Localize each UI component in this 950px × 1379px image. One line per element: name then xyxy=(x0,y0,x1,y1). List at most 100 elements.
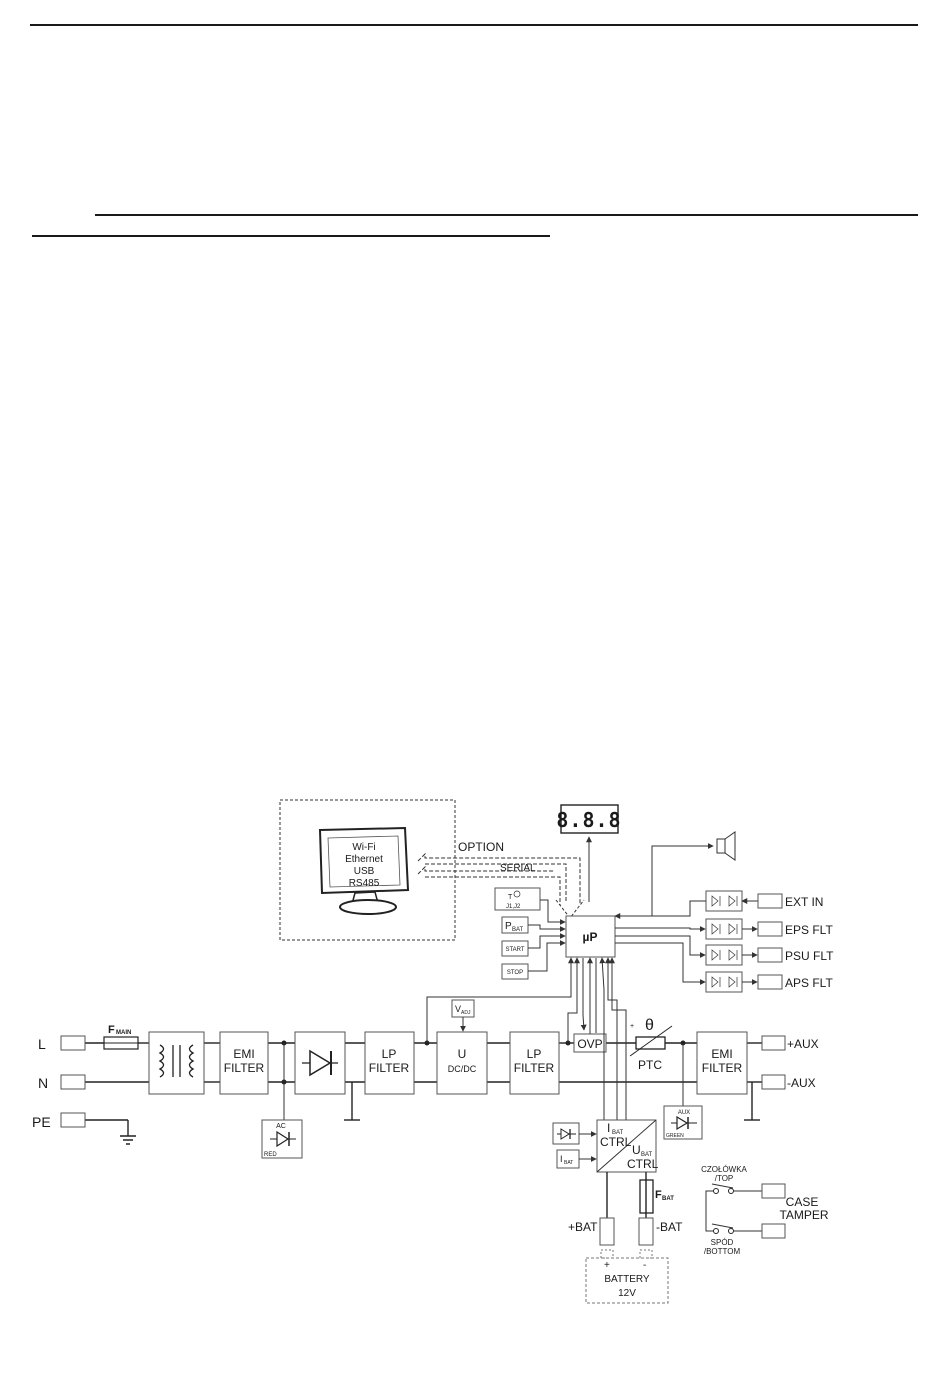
bat-plus: + xyxy=(604,1260,610,1271)
led-icon xyxy=(270,1130,296,1148)
emi-filter-out: EMI FILTER xyxy=(696,1031,748,1095)
led-icon xyxy=(557,1128,576,1140)
bat-minus: - xyxy=(643,1260,646,1271)
pbat-sub: BAT xyxy=(512,927,524,933)
option-module: Wi-Fi Ethernet USB RS485 xyxy=(279,799,456,941)
aux-led: AUX GREEN xyxy=(663,1043,703,1140)
serial-label: SERIAL xyxy=(500,863,536,874)
fuse-bat-label: F xyxy=(655,1189,662,1201)
ibat-label: I xyxy=(607,1121,610,1135)
battery-voltage: 12V xyxy=(618,1288,636,1299)
serial-link: OPTION SERIAL xyxy=(417,840,585,919)
input-terminals: L N PE xyxy=(32,1035,86,1130)
screen-line-usb: USB xyxy=(354,866,375,877)
ext-in-label: EXT IN xyxy=(785,895,823,909)
screen-line-ethernet: Ethernet xyxy=(345,854,383,865)
up-label: µP xyxy=(583,930,598,944)
ac-led-color: RED xyxy=(264,1152,277,1158)
emi-in-line1: EMI xyxy=(233,1047,254,1061)
case-tamper: CZOŁÓWKA /TOP CASE TAMPER SPÓD /BOTTOM xyxy=(701,1165,829,1256)
ovp-block: OVP xyxy=(573,1033,607,1053)
battery-terminals: +BAT -BAT xyxy=(568,1217,683,1246)
microprocessor-block: µP xyxy=(565,915,616,958)
diode-icon xyxy=(302,1049,338,1077)
dcdc-line2: DC/DC xyxy=(448,1064,477,1074)
ctrl1-label: CTRL xyxy=(600,1135,632,1149)
battery-icon: + - BATTERY 12V xyxy=(585,1249,669,1304)
aux-led-color: GREEN xyxy=(666,1133,684,1139)
emi-in-line2: FILTER xyxy=(224,1061,265,1075)
start-label: START xyxy=(505,947,524,953)
lp-filter-1: LP FILTER xyxy=(364,1031,415,1095)
plus-aux-label: +AUX xyxy=(787,1037,819,1051)
ptc-plus: + xyxy=(630,1023,634,1030)
mcu-inputs: T J1,J2 P BAT START STOP xyxy=(494,887,566,980)
screen-line-wifi: Wi-Fi xyxy=(352,842,375,853)
lp1-line2: FILTER xyxy=(369,1061,410,1075)
eps-flt-label: EPS FLT xyxy=(785,923,833,937)
section-rule-short xyxy=(32,235,550,237)
led-icon xyxy=(671,1115,697,1131)
fuse-bat-sub: BAT xyxy=(662,1196,674,1202)
battery-name: BATTERY xyxy=(604,1274,650,1285)
ubat-label: U xyxy=(632,1143,641,1157)
optocoupler-icon xyxy=(711,895,738,988)
option-label: OPTION xyxy=(458,840,504,854)
tamper-bottom-line2: /BOTTOM xyxy=(704,1247,741,1256)
temp-t-label: T xyxy=(508,894,513,901)
transformer-icon xyxy=(158,1044,195,1078)
screen-line-rs485: RS485 xyxy=(349,878,380,889)
lp-filter-2: LP FILTER xyxy=(509,1031,560,1095)
main-fuse: F MAIN xyxy=(103,1024,139,1050)
battery-controller: I BAT CTRL U BAT CTRL I BAT F BAT xyxy=(552,1119,674,1218)
ptc-block: θ + PTC xyxy=(629,1017,673,1072)
tamper-top-line2: /TOP xyxy=(715,1174,734,1183)
fuse-main-sub: MAIN xyxy=(116,1030,131,1036)
ac-led: AC RED xyxy=(261,1043,303,1159)
lp1-line1: LP xyxy=(382,1047,397,1061)
dcdc-line1: U xyxy=(458,1047,467,1061)
ovp-label: OVP xyxy=(577,1037,602,1051)
vadj-sub: ADJ xyxy=(461,1010,471,1016)
minus-aux-label: -AUX xyxy=(787,1076,816,1090)
ubat-sub: BAT xyxy=(641,1152,653,1158)
psu-flt-label: PSU FLT xyxy=(785,949,834,963)
tamper-top-line1: CZOŁÓWKA xyxy=(701,1165,747,1174)
plus-bat-label: +BAT xyxy=(568,1220,598,1234)
seven-segment-display: 8.8.8 xyxy=(556,804,621,902)
imeas-sub: BAT xyxy=(564,1160,573,1166)
monitor-icon xyxy=(318,826,410,915)
display-digits: 8.8.8 xyxy=(556,808,621,832)
emi-out-line1: EMI xyxy=(711,1047,732,1061)
block-diagram: Wi-Fi Ethernet USB RS485 OPTION SERIAL 8… xyxy=(32,799,834,1304)
tamper-label-line2: TAMPER xyxy=(779,1208,828,1222)
lp2-line1: LP xyxy=(527,1047,542,1061)
ac-led-label: AC xyxy=(276,1123,286,1130)
l-label: L xyxy=(38,1036,46,1052)
aux-terminals: +AUX -AUX xyxy=(761,1035,819,1090)
tamper-label-line1: CASE xyxy=(786,1195,819,1209)
emi-filter-in: EMI FILTER xyxy=(219,1031,269,1095)
mcu-outputs: EXT IN EPS FLT PSU FLT APS FLT xyxy=(614,890,834,993)
tamper-bottom-line1: SPÓD xyxy=(711,1238,734,1247)
ptc-label: PTC xyxy=(638,1058,662,1072)
pe-label: PE xyxy=(32,1114,51,1130)
aux-led-label: AUX xyxy=(678,1110,690,1116)
imeas-label: I xyxy=(560,1154,563,1164)
dcdc-converter: U DC/DC V ADJ xyxy=(436,999,488,1095)
power-rails xyxy=(85,1040,762,1145)
n-label: N xyxy=(38,1075,48,1091)
aps-flt-label: APS FLT xyxy=(785,976,833,990)
section-rule-long xyxy=(95,214,918,216)
rectifier-block xyxy=(294,1031,346,1095)
mcu-feedback xyxy=(426,957,627,1120)
ctrl2-label: CTRL xyxy=(627,1157,659,1171)
lp2-line2: FILTER xyxy=(514,1061,555,1075)
theta-label: θ xyxy=(645,1017,654,1034)
header-rule xyxy=(30,24,918,26)
vadj-label: V xyxy=(455,1004,461,1014)
minus-bat-label: -BAT xyxy=(656,1220,683,1234)
transformer-block xyxy=(148,1031,205,1095)
stop-label: STOP xyxy=(507,970,523,976)
ibat-sub: BAT xyxy=(612,1130,624,1136)
